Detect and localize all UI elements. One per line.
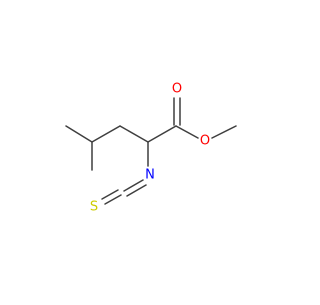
carbonyl-oxygen-label: O bbox=[172, 82, 182, 97]
bond-methyl1-ch bbox=[65, 125, 93, 143]
bond-n-c-1 bbox=[123, 179, 144, 192]
bond-c-s-1 bbox=[101, 189, 119, 200]
bond-ester-o-methyl bbox=[211, 125, 237, 139]
bond-alpha-carbonyl bbox=[147, 125, 177, 143]
bond-c-s-2 bbox=[104, 194, 122, 205]
bond-ch-ch2 bbox=[91, 125, 121, 143]
bond-ch2-alpha bbox=[119, 125, 149, 143]
bond-carbonyl-ester-o bbox=[175, 125, 199, 139]
structure-svg: O O N S bbox=[65, 82, 237, 215]
bonds bbox=[65, 97, 237, 205]
sulfur-label: S bbox=[90, 200, 98, 215]
nitrogen-label: N bbox=[145, 168, 155, 183]
bond-n-c-2 bbox=[126, 184, 147, 197]
molecule-diagram: O O N S bbox=[65, 81, 237, 215]
ester-oxygen-label: O bbox=[200, 134, 210, 149]
